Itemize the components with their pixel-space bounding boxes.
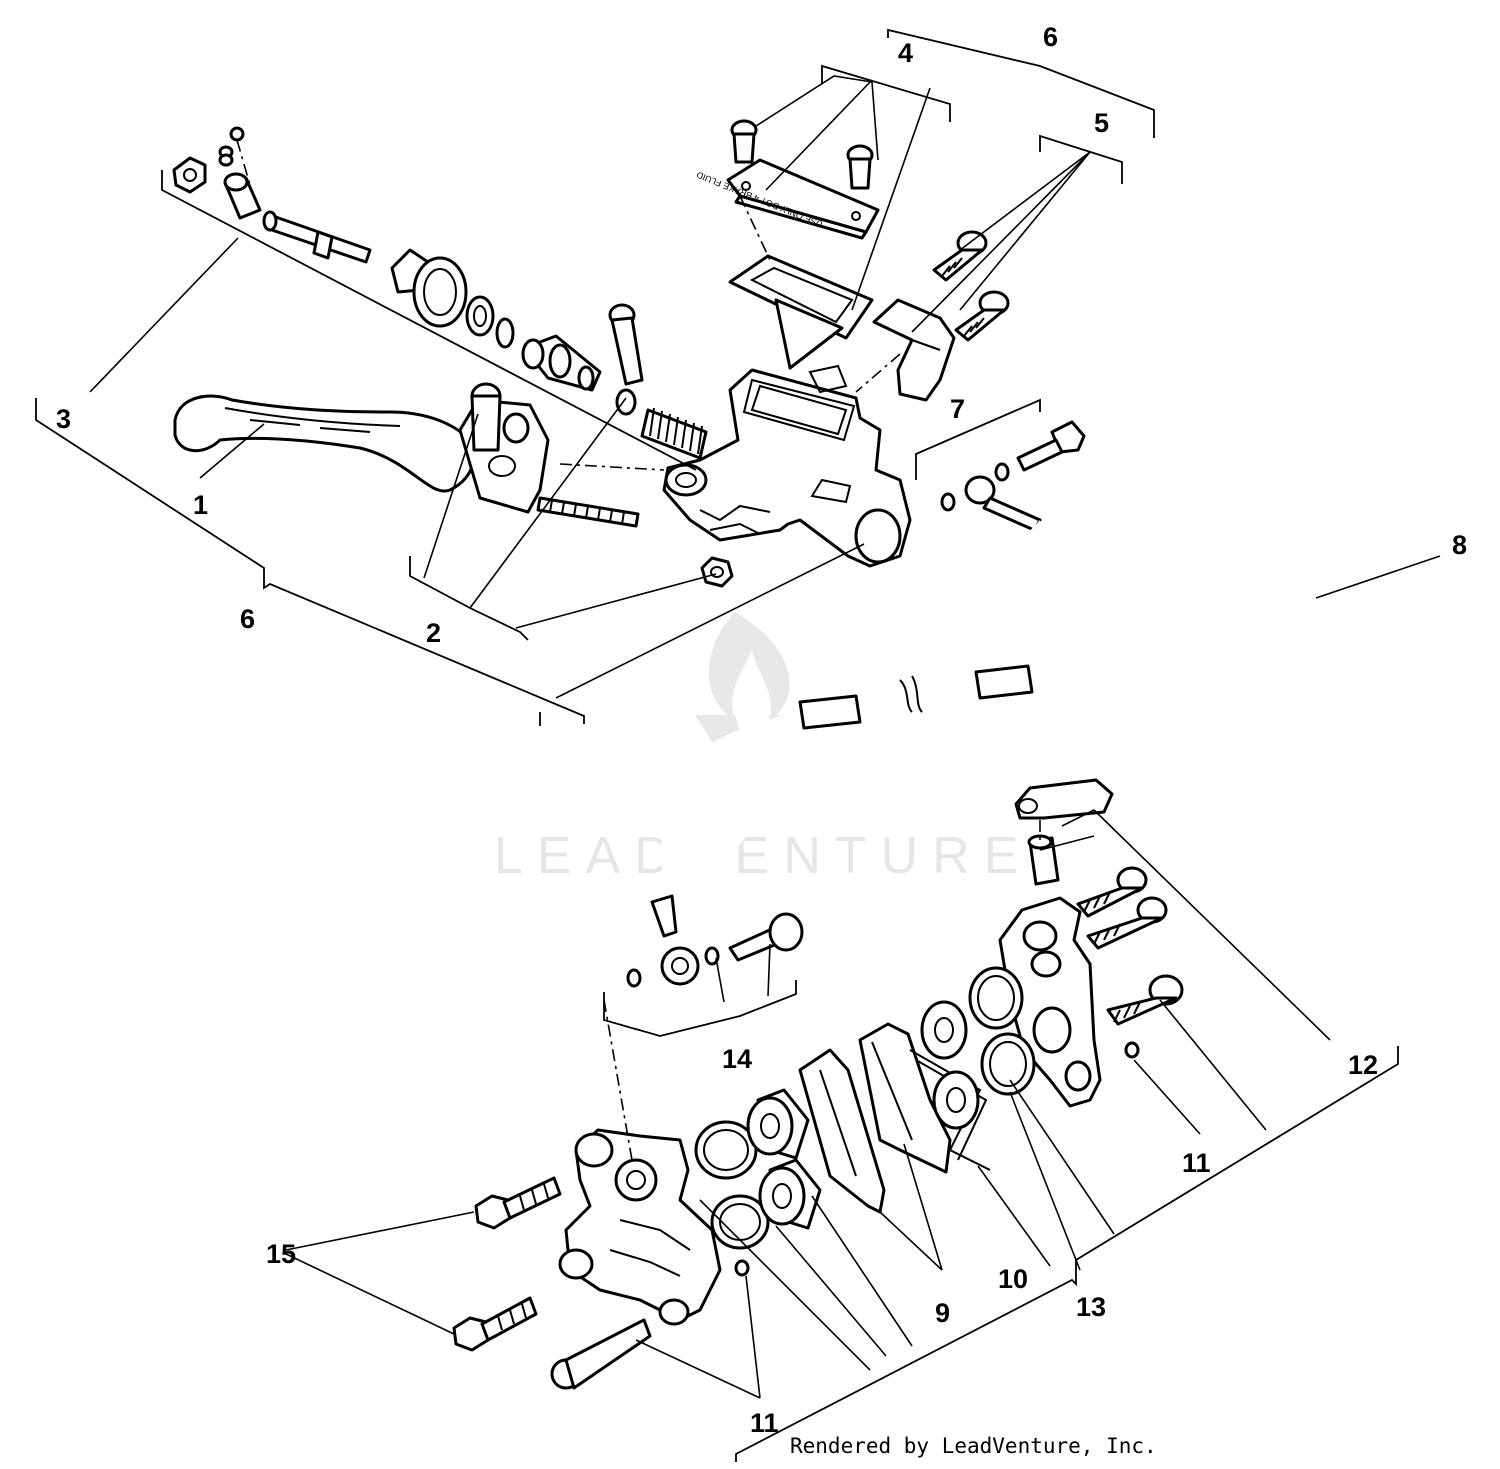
callout-11-right: 11 (1182, 1148, 1211, 1178)
upper-banjo-bolt (1016, 420, 1086, 472)
callout-3: 3 (56, 404, 71, 434)
cap-screw-left (730, 119, 758, 164)
caliper-mount-bolt-lower (452, 1296, 538, 1352)
pivot-washer (615, 388, 637, 416)
dashed-line-rod (559, 463, 665, 471)
callout-10: 10 (998, 1264, 1028, 1294)
lever-pivot-bolt (608, 303, 644, 386)
callout-11-bottom: 11 (750, 1408, 779, 1438)
piston-seal-upper-left (694, 1120, 758, 1180)
lower-sealing-washer-1 (626, 968, 642, 988)
caliper-piston-lower-left (758, 1158, 822, 1230)
render-credit: Rendered by LeadVenture, Inc. (790, 1434, 1157, 1458)
leader-lines (89, 75, 1441, 1399)
handlebar-clamp (872, 298, 956, 402)
adjuster-nut (172, 156, 207, 194)
caliper-bolt-right-3 (1106, 974, 1184, 1026)
piston-o-ring (495, 317, 515, 349)
dashed-line-clamp (855, 353, 901, 393)
brake-lever (173, 394, 476, 493)
piston-seal-lower-left (710, 1194, 770, 1250)
upper-sealing-washer-1 (994, 462, 1010, 482)
cap-screw-right (846, 144, 874, 190)
adjuster-screw (536, 496, 640, 528)
brake-pad-inner (798, 1048, 886, 1214)
brake-pad-outer (858, 1022, 952, 1174)
caliper-bolt-right-1 (1076, 866, 1148, 918)
leadventure-watermark: LEADVENTURE (494, 612, 1032, 885)
callout-6-left: 6 (240, 604, 255, 634)
dashed-line-caliper (603, 999, 633, 1161)
bleeder-cover (1014, 778, 1114, 820)
push-rod (262, 210, 372, 264)
lever-pivot-nut (700, 556, 734, 588)
small-spring (218, 145, 234, 167)
caliper-piston-lower-right (932, 1070, 980, 1130)
callout-12: 12 (1348, 1050, 1378, 1080)
callout-15: 15 (266, 1239, 296, 1269)
caliper-piston-upper-left (746, 1088, 810, 1160)
master-piston (521, 334, 602, 392)
assembly-brackets (35, 28, 1399, 1462)
dashed-line-detent (236, 139, 251, 186)
callout-5: 5 (1094, 108, 1109, 138)
caliper-outer-half (998, 896, 1102, 1108)
callout-9: 9 (935, 1298, 950, 1328)
upper-banjo-fitting (964, 475, 1042, 532)
caliper-pin-bolt (550, 1318, 652, 1390)
callout-14: 14 (722, 1044, 752, 1074)
lower-sealing-washer-2 (704, 946, 720, 966)
clamp-bolt-lower (954, 290, 1010, 342)
lower-banjo-bolt (728, 912, 804, 962)
piston-seal-upper-right (968, 966, 1024, 1030)
circlip (465, 295, 495, 337)
caliper-piston-upper-right (920, 1000, 968, 1060)
reservoir-diaphragm (728, 254, 874, 370)
caliper-inner-half (558, 1128, 722, 1326)
callout-2: 2 (426, 618, 441, 648)
rubber-boot (390, 248, 468, 328)
callout-labels: 1 2 3 4 5 6 6 7 8 9 10 11 11 12 13 14 15 (56, 22, 1467, 1438)
reservoir-cap: USE ONLY DOT 4 BRAKE FLUID (695, 158, 880, 240)
master-cylinder-body (662, 364, 912, 568)
caliper-o-ring-right (1124, 1041, 1140, 1059)
caliper-mount-bolt-upper (474, 1176, 562, 1230)
callout-7: 7 (950, 394, 965, 424)
upper-sealing-washer-2 (940, 492, 956, 512)
callout-1: 1 (193, 490, 208, 520)
clamp-bolt-upper (932, 230, 988, 282)
callout-8: 8 (1452, 530, 1467, 560)
piston-seal-lower-right (980, 1032, 1036, 1096)
lever-bracket (458, 382, 550, 514)
brake-hose (658, 520, 1334, 931)
callout-4: 4 (898, 38, 913, 68)
pivot-bushing (223, 172, 262, 220)
caliper-o-ring-left (734, 1259, 750, 1277)
return-spring (640, 407, 708, 460)
callout-13: 13 (1076, 1292, 1106, 1322)
lower-hose-fitting (650, 894, 700, 986)
detent-ball (229, 126, 245, 142)
dashed-line-cap (739, 195, 771, 261)
callout-6-top: 6 (1043, 22, 1058, 52)
caliper-bolt-right-2 (1086, 896, 1168, 950)
watermark-text: LEADVENTURE (494, 827, 1032, 885)
bleeder-valve (1027, 834, 1060, 886)
